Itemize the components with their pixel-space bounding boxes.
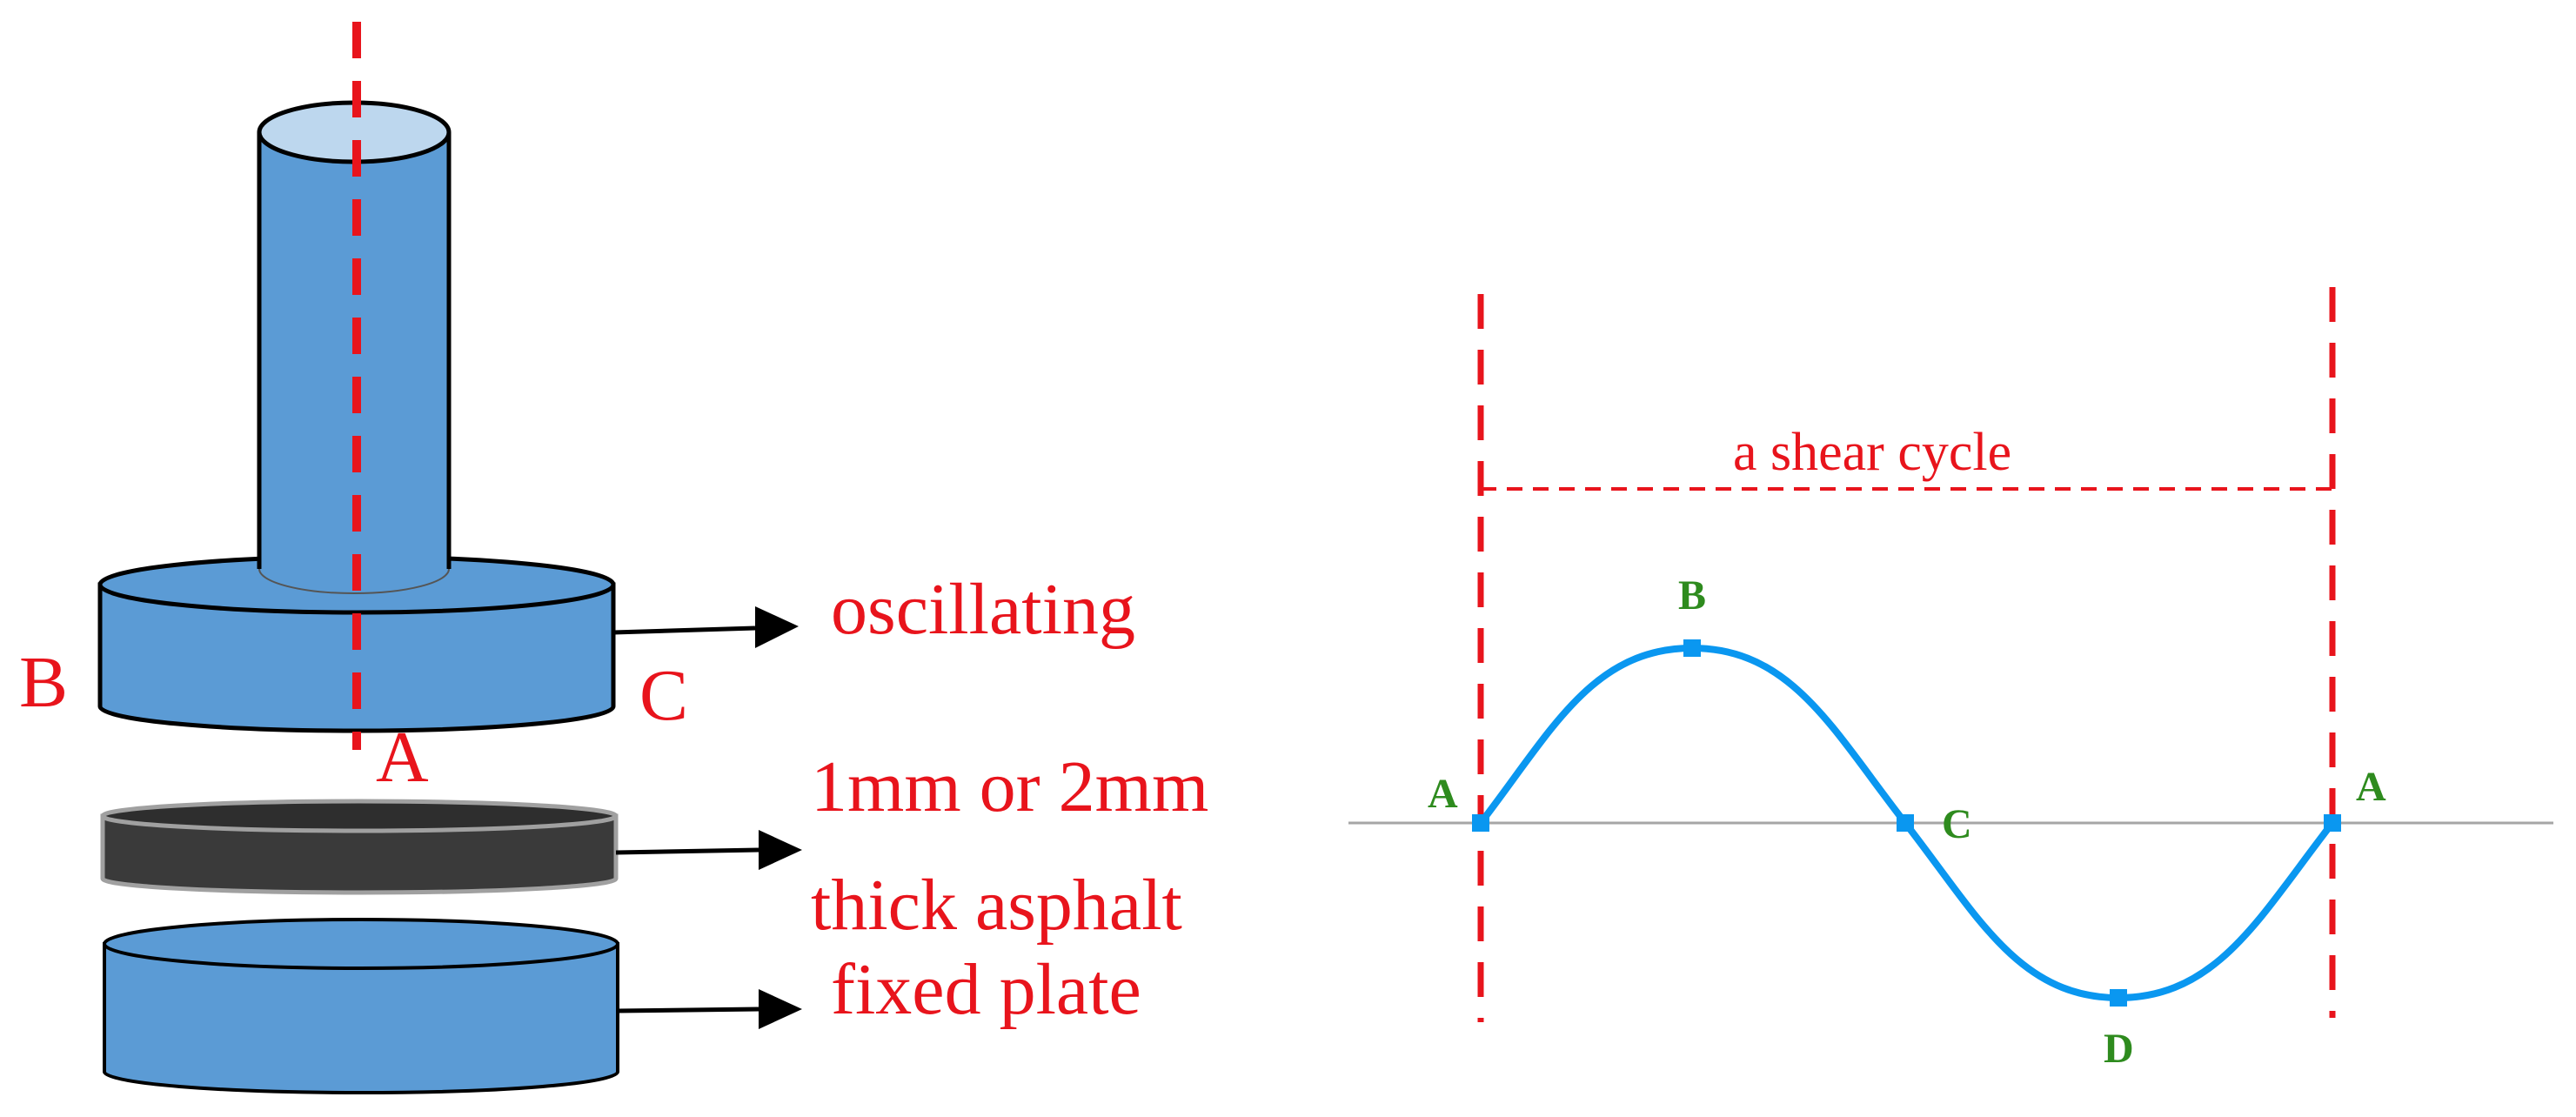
marker-d (2110, 989, 2127, 1007)
label-sample-material: thick asphalt (811, 865, 1182, 946)
point-label-b: B (1678, 572, 1706, 619)
marker-a-left (1472, 814, 1489, 832)
arrow-fixed-plate (617, 989, 802, 1029)
spindle (257, 100, 452, 594)
point-label-d: D (2104, 1026, 2134, 1072)
point-label-a-left: A (1428, 771, 1458, 817)
waveform-diagram: a shear cycle A B C D A (1348, 287, 2553, 1072)
arrow-oscillating (612, 606, 799, 648)
point-label-c: C (1942, 801, 1972, 847)
label-b: B (19, 642, 68, 723)
label-c: C (639, 655, 688, 736)
label-sample-thickness: 1mm or 2mm (811, 746, 1208, 827)
label-fixed-plate: fixed plate (831, 949, 1141, 1030)
marker-b (1683, 639, 1701, 657)
marker-a-right (2324, 814, 2341, 832)
fixed-plate (103, 918, 619, 1094)
label-oscillating: oscillating (831, 569, 1135, 650)
cycle-label: a shear cycle (1733, 423, 2011, 482)
asphalt-sample (100, 799, 619, 895)
point-label-a-right: A (2356, 764, 2386, 810)
label-a: A (376, 717, 429, 798)
marker-c (1897, 814, 1914, 832)
apparatus: B C A oscillating 1mm or 2mm thick aspha… (19, 22, 1208, 1094)
arrow-sample (615, 830, 802, 870)
